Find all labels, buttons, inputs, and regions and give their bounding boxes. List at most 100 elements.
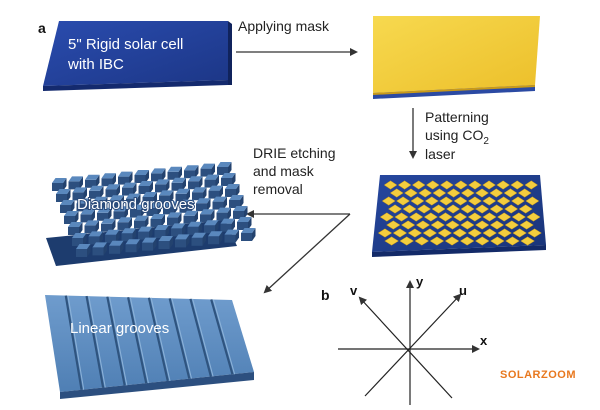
drie-label-line2: and mask	[253, 163, 315, 179]
axis-label-y: y	[416, 274, 424, 289]
linear-groove	[64, 295, 83, 390]
mask-diamond	[489, 204, 504, 214]
mask-diamond	[497, 212, 512, 222]
groove-block-side	[228, 162, 232, 175]
groove-block-top	[118, 171, 133, 177]
mask-diamond	[418, 188, 433, 198]
mask-diamond	[452, 228, 467, 238]
groove-block-top	[64, 211, 79, 216]
groove-block-side	[198, 221, 202, 235]
mask-diamond	[527, 228, 542, 238]
mask-diamond	[431, 204, 446, 214]
mask-diamond	[402, 204, 417, 214]
mask-diamond	[432, 188, 447, 198]
groove-block-top	[175, 234, 190, 240]
solar-cell-label-line1: 5" Rigid solar cell	[68, 36, 183, 53]
groove-block-side	[103, 242, 107, 256]
panel-label-b: b	[321, 287, 330, 303]
groove-block-top	[155, 179, 170, 185]
mask-diamond	[410, 196, 425, 206]
groove-block-top	[151, 168, 166, 174]
groove-block-top	[101, 173, 116, 179]
mask-diamond	[524, 180, 539, 190]
groove-block-front	[125, 244, 137, 253]
groove-block-side	[223, 196, 227, 210]
groove-block-side	[153, 192, 157, 205]
groove-block-top	[159, 190, 174, 196]
mask-diamond	[526, 212, 541, 222]
groove-block-side	[235, 229, 239, 243]
mask-diamond	[453, 212, 468, 222]
linear-groove-highlight	[192, 298, 214, 377]
groove-block-top	[167, 212, 182, 218]
mask-diamond	[467, 196, 482, 206]
mask-diamond	[445, 220, 460, 230]
mask-diamond	[482, 228, 497, 238]
groove-block-front	[142, 242, 153, 251]
groove-block-top	[126, 193, 141, 199]
mask-diamond	[397, 180, 412, 190]
groove-block-top	[175, 188, 190, 194]
groove-block-side	[104, 196, 108, 210]
groove-block-top	[221, 173, 236, 178]
groove-block-side	[165, 225, 169, 238]
groove-block-side	[219, 185, 223, 199]
groove-block-top	[93, 196, 108, 202]
groove-block-side	[199, 176, 203, 190]
linear-groove	[168, 298, 191, 379]
groove-block-top	[217, 162, 232, 167]
groove-block-top	[109, 240, 124, 246]
groove-block-side	[195, 165, 199, 179]
groove-block-top	[167, 166, 182, 172]
groove-block-top	[146, 203, 161, 208]
groove-block-side	[182, 177, 186, 191]
mask-diamond	[482, 180, 496, 190]
groove-block-top	[188, 176, 203, 182]
linear-groove-highlight	[171, 298, 193, 379]
mask-diamond	[475, 220, 490, 230]
arrow-to-linear	[263, 213, 351, 294]
mask-diamond	[438, 212, 453, 222]
mask-diamond	[417, 204, 432, 214]
mask-diamond	[389, 188, 404, 198]
groove-block-top	[150, 214, 165, 219]
groove-block-side	[236, 184, 240, 197]
groove-block-side	[170, 190, 174, 204]
linear-groove-highlight	[129, 297, 149, 384]
groove-block-top	[171, 177, 186, 183]
mask-diamond	[383, 180, 398, 190]
groove-block-side	[79, 222, 83, 235]
groove-block-side	[149, 181, 153, 194]
linear-groove	[189, 298, 212, 377]
groove-block-top	[220, 218, 235, 224]
groove-block-side	[232, 173, 236, 186]
groove-block-top	[80, 209, 95, 215]
mask-diamond	[379, 212, 394, 222]
groove-block-top	[171, 223, 186, 229]
groove-block-side	[231, 218, 235, 232]
mask-diamond	[520, 236, 535, 246]
groove-block-side	[244, 206, 248, 219]
mask-diamond	[489, 188, 504, 198]
groove-block-side	[174, 201, 178, 215]
groove-block-side	[203, 187, 207, 201]
groove-block-side	[91, 209, 95, 223]
mask-diamond	[460, 188, 475, 198]
axis-label-u: u	[459, 283, 467, 298]
mask-diamond	[407, 228, 423, 238]
patterned-solar-cell	[372, 175, 546, 257]
groove-block-side	[79, 176, 83, 190]
groove-block-side	[124, 206, 128, 220]
axis-label-x: x	[480, 333, 488, 348]
mask-diamond	[525, 196, 540, 206]
groove-block-side	[219, 231, 223, 245]
groove-block-top	[183, 210, 198, 216]
groove-block-top	[212, 196, 227, 202]
linear-groove-highlight	[109, 296, 128, 386]
groove-block-top	[241, 228, 256, 233]
patterning-line2: using CO2	[425, 127, 489, 147]
solarzoom-watermark: SOLARZOOM	[500, 369, 576, 381]
mask-diamond	[409, 212, 424, 222]
groove-block-side	[215, 174, 219, 188]
groove-block-top	[88, 231, 103, 237]
